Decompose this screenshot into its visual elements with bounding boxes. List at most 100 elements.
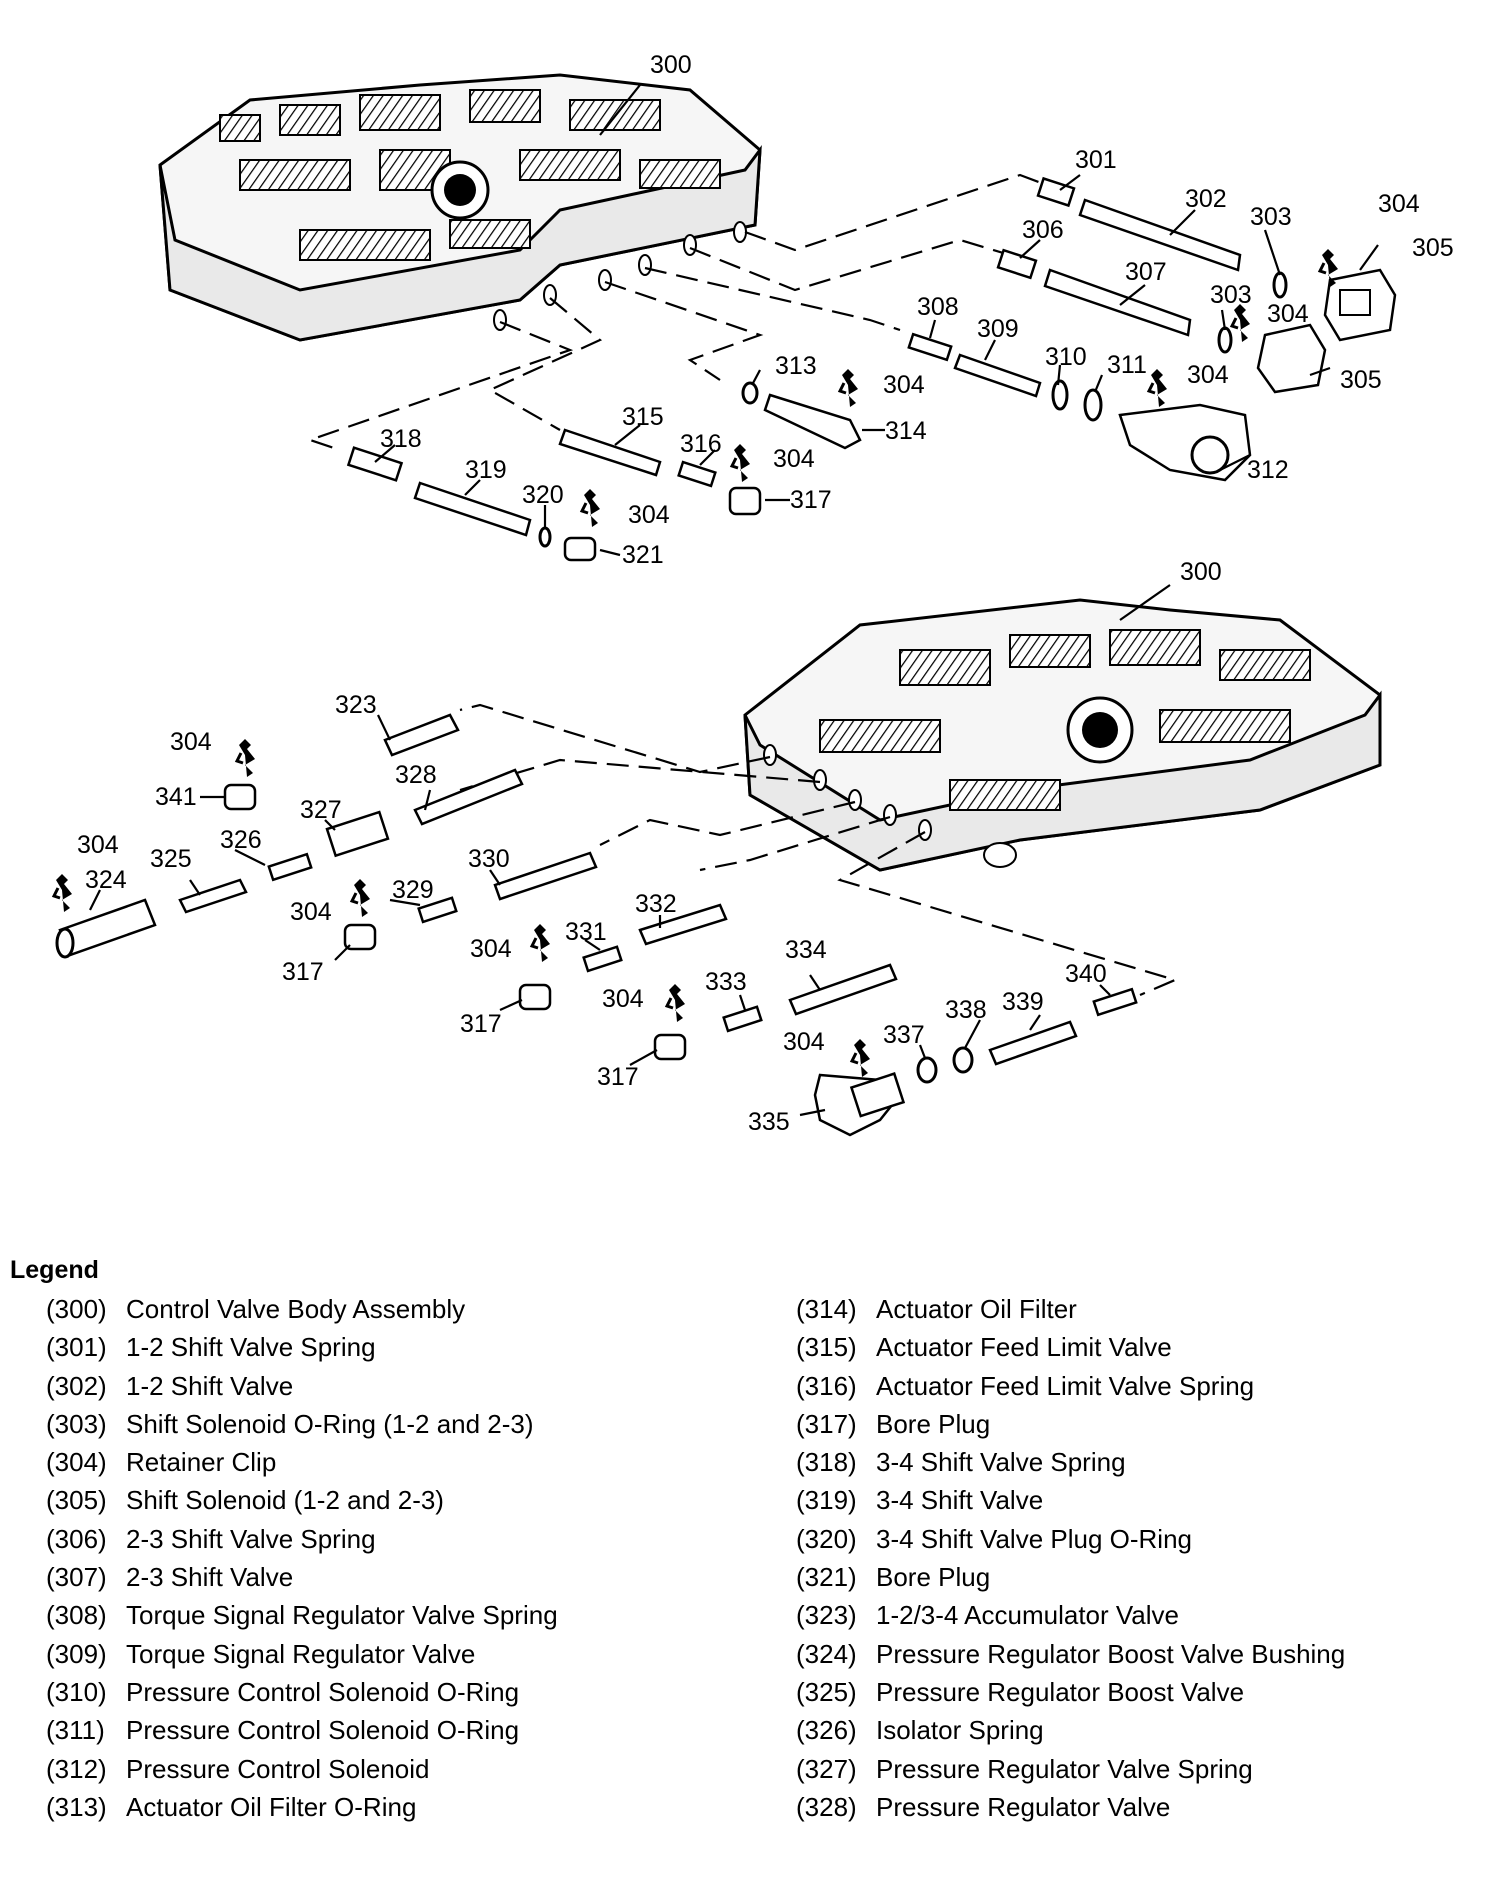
- legend-item: (308)Torque Signal Regulator Valve Sprin…: [46, 1596, 558, 1634]
- legend-number: (303): [46, 1408, 107, 1439]
- callout-303: 303: [1250, 203, 1292, 231]
- legend-item: (320) 3-4 Shift Valve Plug O-Ring: [796, 1520, 1345, 1558]
- callout-304: 304: [1267, 300, 1309, 328]
- valve-body-lower: [743, 598, 1382, 872]
- callout-321: 321: [622, 541, 664, 569]
- legend-item: (325) Pressure Regulator Boost Valve: [796, 1673, 1345, 1711]
- legend-label: 1-2 Shift Valve Spring: [126, 1332, 376, 1363]
- legend-label: Shift Solenoid O-Ring (1-2 and 2-3): [126, 1408, 534, 1439]
- legend-number: (320): [796, 1523, 857, 1554]
- legend-item: (305) Shift Solenoid (1-2 and 2-3): [46, 1481, 558, 1519]
- callout-317: 317: [790, 486, 832, 514]
- legend-label: 1-2 Shift Valve: [126, 1370, 294, 1401]
- exploded-view-diagram: 300 301 302 303 304 305 306 307 303 304 …: [52, 51, 1454, 1137]
- legend-label: Actuator Feed Limit Valve Spring: [876, 1370, 1255, 1401]
- callout-301: 301: [1075, 146, 1117, 174]
- callout-324: 324: [85, 866, 127, 894]
- callout-304: 304: [783, 1028, 825, 1056]
- callout-331: 331: [565, 918, 607, 946]
- legend-item: (315)Actuator Feed Limit Valve: [796, 1328, 1345, 1366]
- legend-number: (307): [46, 1562, 107, 1593]
- legend-label: Torque Signal Regulator Valve: [126, 1638, 476, 1669]
- legend-number: (306): [46, 1523, 107, 1554]
- legend-item: (309) Torque Signal Regulator Valve: [46, 1635, 558, 1673]
- legend-number: (315): [796, 1332, 857, 1363]
- callout-311: 311: [1107, 351, 1147, 379]
- legend-label: Shift Solenoid (1-2 and 2-3): [126, 1485, 444, 1516]
- legend-label: 2-3 Shift Valve: [126, 1562, 294, 1593]
- legend-column-right: (314)Actuator Oil Filter (315)Actuator F…: [796, 1290, 1345, 1826]
- legend-number: (305): [46, 1485, 107, 1516]
- callout-329: 329: [392, 876, 434, 904]
- callout-337: 337: [883, 1021, 925, 1049]
- legend-number: (318): [796, 1447, 857, 1478]
- legend-label: Actuator Oil Filter O-Ring: [126, 1791, 417, 1822]
- callout-308: 308: [917, 293, 959, 321]
- callout-325: 325: [150, 845, 192, 873]
- lower-parts: [55, 713, 1138, 1137]
- callout-304: 304: [773, 445, 815, 473]
- callout-328: 328: [395, 761, 437, 789]
- legend-number: (317): [796, 1408, 857, 1439]
- legend-number: (302): [46, 1370, 107, 1401]
- callout-304: 304: [77, 831, 119, 859]
- legend-item: (304)Retainer Clip: [46, 1443, 558, 1481]
- callout-341: 341: [155, 783, 197, 811]
- legend-number: (313): [46, 1791, 107, 1822]
- callout-304: 304: [470, 935, 512, 963]
- legend-number: (321): [796, 1562, 857, 1593]
- callout-300: 300: [650, 51, 692, 79]
- legend-label: 3-4 Shift Valve: [876, 1485, 1044, 1516]
- legend-number: (325): [796, 1676, 857, 1707]
- callout-332: 332: [635, 890, 677, 918]
- legend-item: (328)Pressure Regulator Valve: [796, 1788, 1345, 1826]
- legend-number: (301): [46, 1332, 107, 1363]
- legend-number: (308): [46, 1600, 107, 1631]
- legend-title: Legend: [10, 1256, 99, 1284]
- callout-320: 320: [522, 481, 564, 509]
- legend-item: (312)Pressure Control Solenoid: [46, 1750, 558, 1788]
- legend-number: (323): [796, 1600, 857, 1631]
- legend-item: (326)Isolator Spring: [796, 1711, 1345, 1749]
- callout-326: 326: [220, 826, 262, 854]
- legend-item: (313) Actuator Oil Filter O-Ring: [46, 1788, 558, 1826]
- legend-item: (301) 1-2 Shift Valve Spring: [46, 1328, 558, 1366]
- legend-label: Pressure Control Solenoid O-Ring: [126, 1715, 520, 1746]
- callout-305: 305: [1412, 234, 1454, 262]
- legend-number: (314): [796, 1294, 857, 1324]
- legend-item: (302) 1-2 Shift Valve: [46, 1367, 558, 1405]
- legend-number: (300): [46, 1294, 107, 1324]
- callout-309: 309: [977, 315, 1019, 343]
- callout-327: 327: [300, 796, 342, 824]
- legend-number: (310): [46, 1676, 107, 1707]
- legend-label: 3-4 Shift Valve Plug O-Ring: [876, 1523, 1192, 1554]
- legend-label: Pressure Regulator Boost Valve: [876, 1676, 1245, 1707]
- legend-item: (316) Actuator Feed Limit Valve Spring: [796, 1367, 1345, 1405]
- legend-label: 1-2/3-4 Accumulator Valve: [876, 1600, 1179, 1631]
- legend-number: (316): [796, 1370, 857, 1401]
- callout-307: 307: [1125, 258, 1167, 286]
- legend-item: (307) 2-3 Shift Valve: [46, 1558, 558, 1596]
- callout-304: 304: [628, 501, 670, 529]
- callout-334: 334: [785, 936, 827, 964]
- valve-body-upper: [158, 73, 762, 342]
- legend-label: Pressure Control Solenoid O-Ring: [126, 1676, 520, 1707]
- legend-item: (311) Pressure Control Solenoid O-Ring: [46, 1711, 558, 1749]
- legend-item: (318)3-4 Shift Valve Spring: [796, 1443, 1345, 1481]
- callout-304: 304: [883, 371, 925, 399]
- legend-number: (311): [46, 1715, 105, 1746]
- callout-330: 330: [468, 845, 510, 873]
- legend-number: (326): [796, 1715, 857, 1746]
- callout-302: 302: [1185, 185, 1227, 213]
- legend-label: 2-3 Shift Valve Spring: [126, 1523, 376, 1554]
- callout-317: 317: [282, 958, 324, 986]
- callout-305: 305: [1340, 366, 1382, 394]
- legend-number: (319): [796, 1485, 857, 1516]
- legend-label: Bore Plug: [876, 1562, 991, 1593]
- legend-number: (309): [46, 1638, 107, 1669]
- callout-319: 319: [465, 456, 507, 484]
- callout-310: 310: [1045, 343, 1087, 371]
- legend-item: (310) Pressure Control Solenoid O-Ring: [46, 1673, 558, 1711]
- legend-label: Pressure Regulator Boost Valve Bushing: [876, 1638, 1346, 1669]
- leader-lines: [89, 84, 1379, 1117]
